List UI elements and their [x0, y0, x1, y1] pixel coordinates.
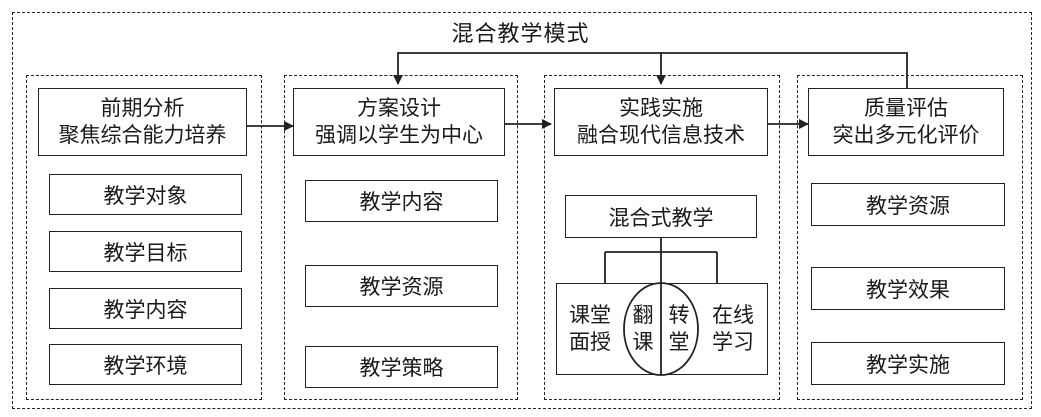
diagram-title: 混合教学模式	[0, 16, 1041, 48]
analysis-item-content: 教学内容	[49, 288, 242, 329]
stage-analysis-header: 前期分析 聚焦综合能力培养	[38, 88, 247, 156]
stage-analysis-title: 前期分析	[100, 96, 185, 120]
stage-practice-subtitle: 融合现代信息技术	[577, 123, 745, 147]
stage-frame-4	[797, 75, 1023, 400]
stage-practice-header: 实践实施 融合现代信息技术	[554, 88, 768, 156]
evaluation-item-resources: 教学资源	[811, 183, 1005, 226]
stage-design-title: 方案设计	[357, 96, 441, 120]
blended-teaching-box: 混合式教学	[565, 195, 757, 238]
stage-design-header: 方案设计 强调以学生为中心	[293, 88, 505, 156]
mode-flip-left: 翻 课	[632, 303, 654, 354]
evaluation-item-implementation: 教学实施	[811, 342, 1005, 385]
stage-analysis-subtitle: 聚焦综合能力培养	[58, 123, 227, 147]
stage-evaluation-subtitle: 突出多元化评价	[832, 123, 980, 147]
design-item-content: 教学内容	[305, 180, 498, 222]
feedback-loop-line	[393, 52, 908, 88]
stage-practice-title: 实践实施	[619, 96, 703, 120]
stage-evaluation-header: 质量评估 突出多元化评价	[808, 88, 1004, 156]
mode-classroom-label: 课堂 面授	[569, 303, 611, 354]
mode-online-label: 在线 学习	[712, 303, 754, 354]
stage-evaluation-title: 质量评估	[864, 96, 948, 120]
design-item-resources: 教学资源	[305, 265, 498, 307]
outer-frame	[12, 12, 1032, 409]
mode-flip-right: 转 堂	[668, 303, 690, 354]
evaluation-item-effect: 教学效果	[811, 267, 1005, 310]
design-item-strategy: 教学策略	[305, 346, 498, 388]
stage-design-subtitle: 强调以学生为中心	[315, 123, 483, 147]
stage-frame-1	[26, 75, 262, 400]
analysis-item-object: 教学对象	[49, 174, 242, 215]
analysis-item-environment: 教学环境	[49, 344, 242, 385]
analysis-item-goal: 教学目标	[49, 231, 242, 272]
